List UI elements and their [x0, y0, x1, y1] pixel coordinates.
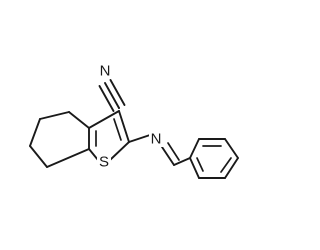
- bond-c3a-c4: [68, 111, 90, 129]
- bond-ph6-ph1: [189, 157, 200, 179]
- bond-c2-s: [109, 141, 130, 161]
- imine-nitrogen-label: N: [151, 131, 162, 148]
- bond-c7-c7a: [46, 148, 90, 168]
- bond-c2-n: [128, 134, 151, 143]
- nitrile-triple-bond-2: [109, 79, 126, 106]
- bond-s-c7a: [88, 148, 99, 161]
- bond-ch-phenyl: [173, 157, 191, 166]
- bond-c3-c2: [118, 110, 130, 143]
- bond-ph4-ph5: [224, 157, 239, 179]
- bond-c5-c6: [29, 118, 41, 147]
- bond-ph1-ph2: [189, 138, 200, 159]
- bond-c3a-c3: [88, 110, 120, 129]
- bond-ph4-ph5-inner: [220, 157, 232, 173]
- nitrile-triple-bond-1: [104, 82, 120, 109]
- thiophene-ring: [88, 110, 130, 161]
- imine-linkage: [128, 134, 191, 166]
- cyclohexane-ring: [29, 111, 90, 168]
- sulfur-label: S: [99, 154, 109, 171]
- bond-n-ch-inner: [167, 142, 180, 161]
- bond-n-ch: [161, 146, 175, 166]
- bond-ph3-ph4: [224, 138, 239, 159]
- bond-ph6-ph1-inner: [196, 157, 204, 172]
- phenyl-ring: [189, 138, 239, 179]
- nitrile-nitrogen-label: N: [100, 63, 111, 80]
- bond-c4-c5: [39, 111, 70, 120]
- bond-c6-c7: [29, 145, 48, 168]
- nitrile-triple-bond-3: [98, 85, 115, 112]
- molecule-structure-diagram: N N S: [29, 62, 239, 179]
- bond-c3-c2-inner: [113, 118, 122, 141]
- nitrile-group: [98, 79, 126, 112]
- atom-labels: N N S: [97, 62, 163, 171]
